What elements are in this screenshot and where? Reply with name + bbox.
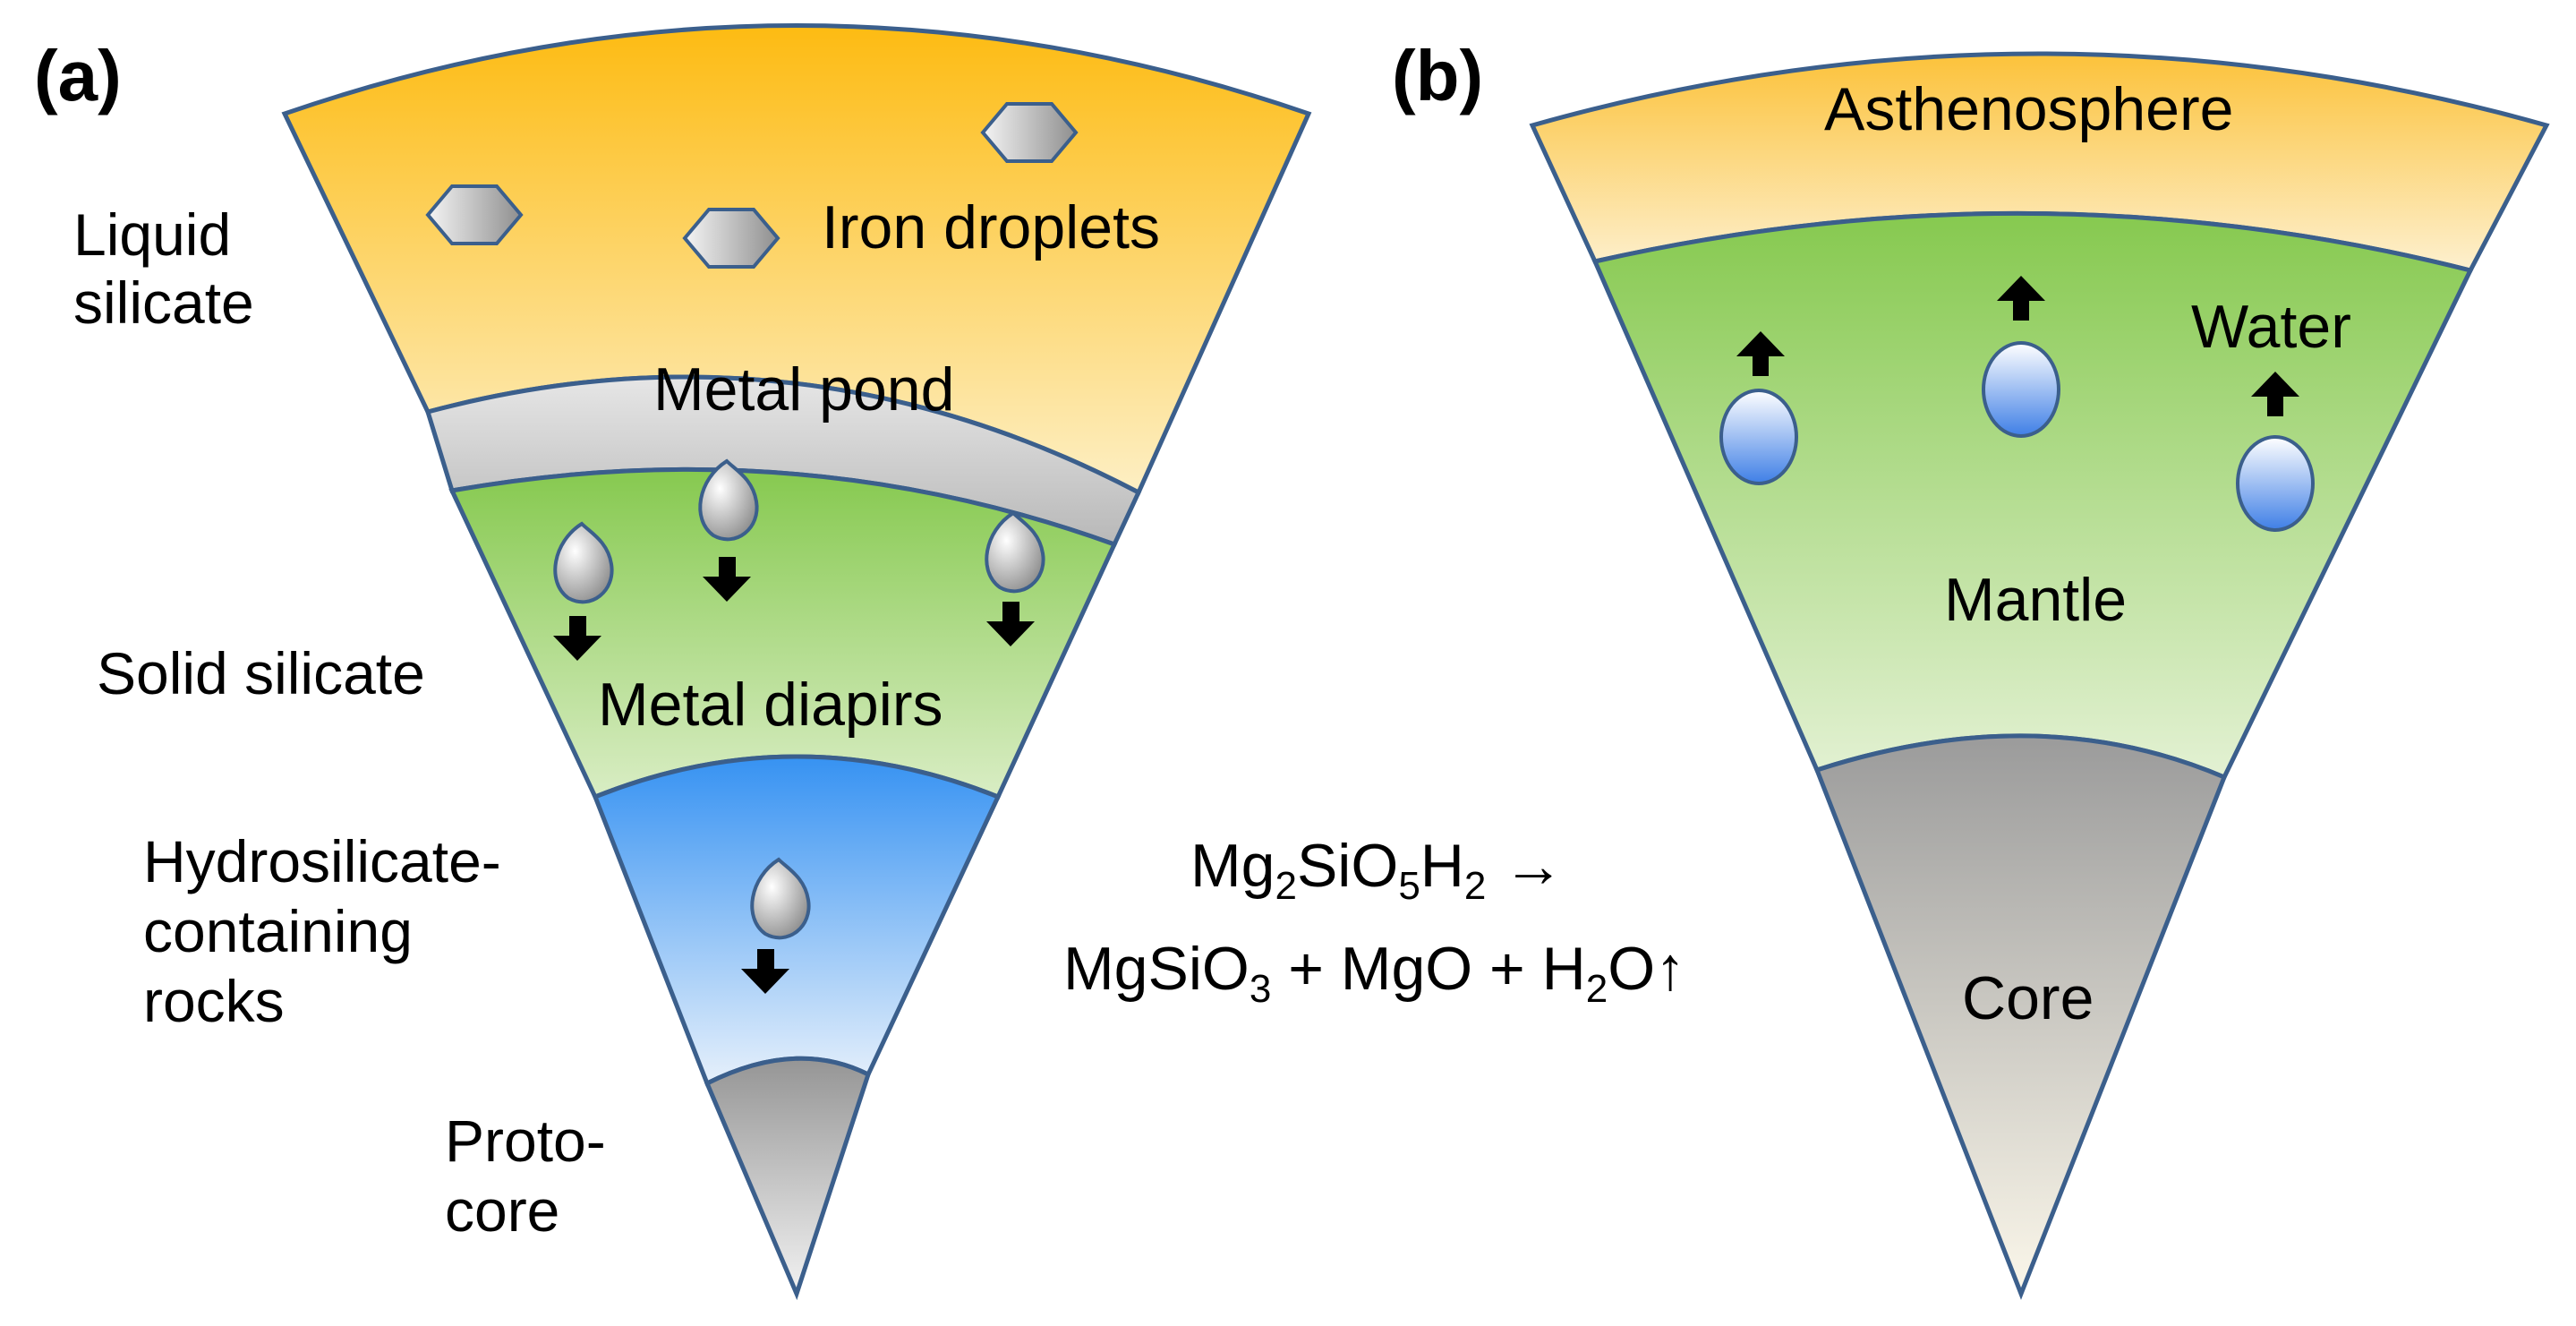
metal-pond-label: Metal pond	[653, 355, 954, 423]
iron-droplet-hexagon	[425, 184, 524, 245]
equation-line-2: MgSiO3 + MgO + H2O↑	[1063, 935, 1685, 1011]
arrow-up-icon	[2251, 372, 2299, 416]
panel-b-label: (b)	[1392, 36, 1483, 115]
arrow-down-icon	[986, 602, 1035, 646]
water-bubbles-group	[1719, 276, 2315, 532]
arrow-down-icon	[553, 616, 601, 661]
diapir-drop	[698, 458, 759, 602]
metal-diapirs-group	[553, 458, 1045, 994]
water-bubble	[1982, 276, 2060, 438]
solid-silicate-label: Solid silicate	[97, 640, 425, 706]
arrow-down-icon	[741, 949, 789, 994]
layer-core	[1813, 733, 2228, 1300]
arrow-up-icon	[1997, 276, 2045, 321]
arrow-up-icon	[1736, 331, 1785, 376]
equation-line-1: Mg2SiO5H2 →	[1190, 832, 1564, 908]
iron-droplet-hexagon	[980, 102, 1079, 163]
diapir-drop	[741, 857, 811, 994]
layer-protocore	[704, 1056, 872, 1301]
protocore-label: Proto- core	[445, 1108, 622, 1244]
metal-diapirs-label: Metal diapirs	[598, 671, 943, 739]
reaction-equation: Mg2SiO5H2 → MgSiO3 + MgO + H2O↑	[1063, 832, 1685, 1011]
water-label: Water	[2191, 293, 2351, 361]
mantle-label: Mantle	[1944, 566, 2127, 634]
hydrosilicate-label: Hydrosilicate- containing rocks	[143, 828, 517, 1034]
water-bubble	[1719, 331, 1798, 485]
asthenosphere-label: Asthenosphere	[1824, 75, 2233, 143]
panel-b-wedge	[1529, 51, 2550, 1300]
iron-droplets-label: Iron droplets	[822, 193, 1160, 261]
arrow-down-icon	[703, 557, 751, 602]
core-label: Core	[1962, 964, 2094, 1032]
diapir-drop	[985, 510, 1045, 646]
iron-droplet-hexagon	[682, 208, 780, 269]
iron-droplets-group	[425, 102, 1079, 269]
liquid-silicate-label: Liquid silicate	[73, 201, 254, 336]
diapir-drop	[553, 521, 614, 661]
panel-a-label: (a)	[34, 36, 122, 115]
water-bubble	[2236, 372, 2315, 532]
